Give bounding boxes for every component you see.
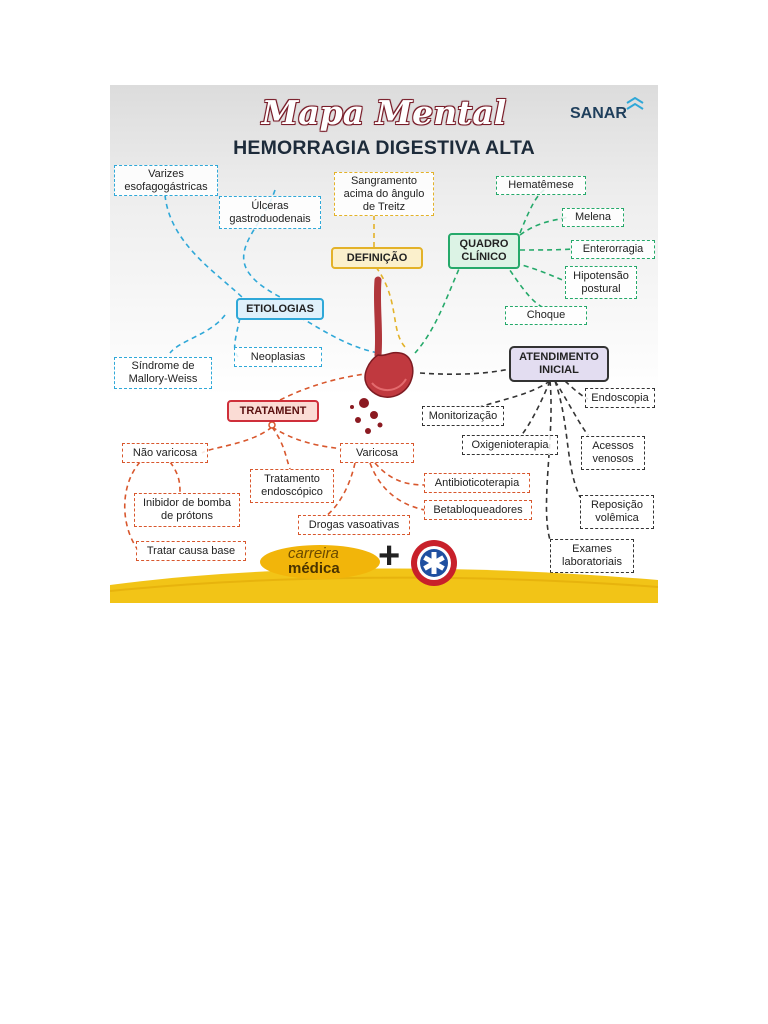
sanar-logo-icon	[626, 97, 644, 111]
hub-tratamento: TRATAMENT	[227, 400, 319, 422]
partner-logo-line2: médica	[288, 560, 340, 577]
quadro-clinico-item-hipotensao: Hipotensão postural	[565, 266, 637, 299]
atendimento-item-reposicao-volemica: Reposição volêmica	[580, 495, 654, 529]
etiologias-item-neoplasias: Neoplasias	[234, 347, 322, 367]
atendimento-item-oxigenioterapia: Oxigenioterapia	[462, 435, 558, 455]
page-title: HEMORRAGIA DIGESTIVA ALTA	[110, 137, 658, 160]
etiologias-item-ulceras: Úlceras gastroduodenais	[219, 196, 321, 229]
hub-quadro-clinico: QUADRO CLÍNICO	[448, 233, 520, 269]
tratamento-item-nao-varicosa: Não varicosa	[122, 443, 208, 463]
etiologias-item-varizes: Varizes esofagogástricas	[114, 165, 218, 196]
quadro-clinico-item-melena: Melena	[562, 208, 624, 227]
star-of-life-emblem-icon	[410, 539, 458, 587]
plus-sign: +	[378, 537, 400, 575]
hub-definicao: DEFINIÇÃO	[331, 247, 423, 269]
tratamento-item-endoscopico: Tratamento endoscópico	[250, 469, 334, 503]
stomach-illustration	[340, 275, 420, 445]
quadro-clinico-item-enterorragia: Enterorragia	[571, 240, 655, 259]
sanar-logo-text: SANAR	[570, 105, 627, 123]
definicao-item: Sangramento acima do ângulo de Treitz	[334, 172, 434, 216]
tratamento-item-varicosa: Varicosa	[340, 443, 414, 463]
quadro-clinico-item-hematemese: Hematêmese	[496, 176, 586, 195]
atendimento-item-acessos-venosos: Acessos venosos	[581, 436, 645, 470]
tratamento-item-antibioticoterapia: Antibioticoterapia	[424, 473, 530, 493]
hub-atendimento-inicial: ATENDIMENTO INICIAL	[509, 346, 609, 382]
tratamento-item-ibp: Inibidor de bomba de prótons	[134, 493, 240, 527]
atendimento-item-monitorizacao: Monitorização	[422, 406, 504, 426]
hub-etiologias: ETIOLOGIAS	[236, 298, 324, 320]
mind-map-card: Mapa Mental HEMORRAGIA DIGESTIVA ALTA SA…	[110, 85, 658, 603]
etiologias-item-mallory-weiss: Síndrome de Mallory-Weiss	[114, 357, 212, 389]
tratamento-item-betabloqueadores: Betabloqueadores	[424, 500, 532, 520]
quadro-clinico-item-choque: Choque	[505, 306, 587, 325]
atendimento-item-endoscopia: Endoscopia	[585, 388, 655, 408]
